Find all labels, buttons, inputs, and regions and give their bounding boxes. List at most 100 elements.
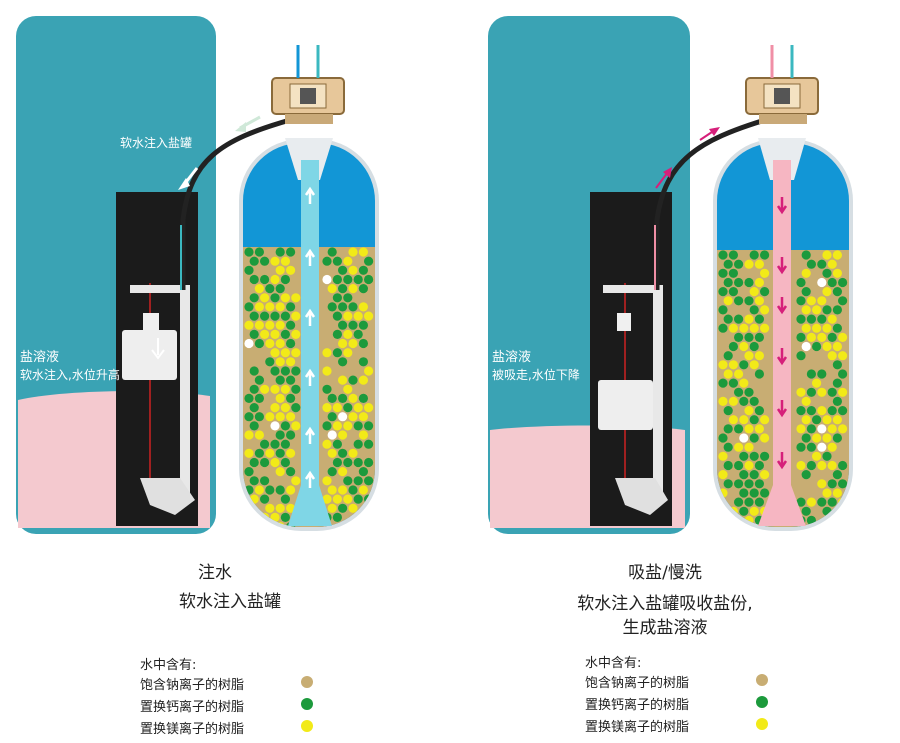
resin-bead: [734, 259, 744, 269]
flow-arrow-up: [304, 308, 316, 326]
resin-bead: [364, 439, 374, 449]
resin-bead: [364, 274, 374, 285]
resin-bead: [744, 332, 754, 342]
resin-bead: [723, 369, 733, 379]
resin-bead: [760, 415, 770, 425]
resin-bead: [817, 314, 827, 324]
resin-bead: [332, 512, 342, 523]
resin-bead: [838, 296, 848, 306]
resin-bead: [822, 268, 832, 278]
resin-bead: [734, 296, 744, 306]
panel-subtitle-line: 软水注入盐罐吸收盐份,: [577, 594, 753, 614]
resin-bead: [838, 277, 848, 288]
resin-bead: [760, 268, 770, 278]
resin-bead: [827, 332, 837, 342]
resin-bead: [254, 320, 264, 330]
resin-bead: [265, 320, 275, 330]
resin-bead: [754, 277, 765, 288]
resin-bead: [358, 338, 368, 349]
resin-bead: [796, 387, 806, 397]
resin-bead: [353, 274, 363, 285]
resin-bead: [812, 323, 822, 333]
legend-swatch-calcium: [301, 698, 313, 710]
resin-bead: [275, 302, 285, 312]
resin-bead: [358, 430, 368, 440]
resin-bead: [812, 305, 822, 315]
resin-bead: [749, 323, 759, 333]
resin-bead: [749, 470, 759, 480]
resin-bead: [286, 265, 296, 275]
resin-bead: [327, 247, 337, 257]
resin-bead: [286, 375, 296, 385]
resin-bead: [754, 460, 765, 471]
panel-fill: [16, 16, 379, 534]
resin-bead: [280, 439, 290, 449]
resin-bead: [265, 485, 275, 495]
resin-bead: [718, 360, 728, 370]
resin-bead: [817, 369, 827, 379]
resin-bead: [338, 448, 348, 458]
resin-bead: [838, 369, 848, 379]
resin-bead: [244, 430, 254, 440]
resin-bead: [265, 338, 275, 349]
resin-bead: [348, 393, 358, 403]
resin-bead: [739, 433, 749, 443]
resin-bead: [343, 494, 353, 504]
resin-bead: [353, 403, 363, 413]
resin-bead: [754, 479, 765, 489]
resin-bead: [244, 522, 254, 527]
resin-bead: [827, 314, 837, 324]
resin-bead: [838, 424, 848, 434]
flow-arrow-down: [776, 348, 788, 366]
resin-bead: [358, 265, 368, 275]
resin-bead: [796, 497, 806, 507]
resin-bead: [322, 403, 332, 413]
resin-bead: [280, 311, 290, 321]
resin-bead: [322, 494, 332, 504]
resin-bead: [718, 506, 728, 516]
resin-bead: [760, 433, 770, 443]
resin-bead: [812, 378, 822, 388]
resin-bead: [749, 250, 759, 260]
resin-bead: [723, 259, 733, 269]
resin-bead: [728, 360, 739, 370]
resin-bead: [832, 305, 843, 315]
resin-bead: [348, 284, 358, 294]
resin-bead: [832, 470, 843, 480]
resin-bead: [358, 247, 368, 257]
resin-bead: [728, 396, 739, 406]
resin-bead: [734, 369, 744, 379]
legend-swatch-sodium: [301, 676, 313, 688]
resin-bead: [358, 467, 368, 477]
resin-bead: [760, 287, 770, 297]
resin-bead: [806, 296, 817, 306]
resin-bead: [322, 421, 332, 431]
resin-bead: [739, 415, 749, 425]
resin-bead: [270, 403, 280, 413]
resin-bead: [734, 332, 744, 342]
resin-bead: [364, 366, 374, 376]
resin-bead: [744, 296, 754, 306]
resin-bead: [249, 384, 259, 394]
resin-bead: [249, 311, 259, 321]
flow-arrow-up: [304, 186, 316, 204]
resin-bead: [275, 284, 285, 294]
resin-bead: [249, 274, 259, 285]
resin-bead: [744, 277, 754, 288]
resin-bead: [728, 268, 739, 278]
resin-bead: [796, 296, 806, 306]
resin-bead: [343, 384, 353, 394]
resin-bead: [327, 485, 337, 495]
flow-arrow-down: [776, 297, 788, 315]
resin-bead: [291, 384, 301, 394]
resin-bead: [749, 396, 759, 406]
resin-bead: [796, 277, 806, 288]
inflow-label: 软水注入盐罐: [120, 136, 193, 150]
resin-bead: [348, 412, 358, 422]
resin-bead: [260, 384, 270, 394]
resin-bead: [723, 515, 733, 526]
resin-bead: [353, 439, 363, 449]
flow-arrow-down: [776, 452, 788, 470]
resin-bead: [286, 302, 296, 312]
resin-bead: [806, 497, 817, 507]
